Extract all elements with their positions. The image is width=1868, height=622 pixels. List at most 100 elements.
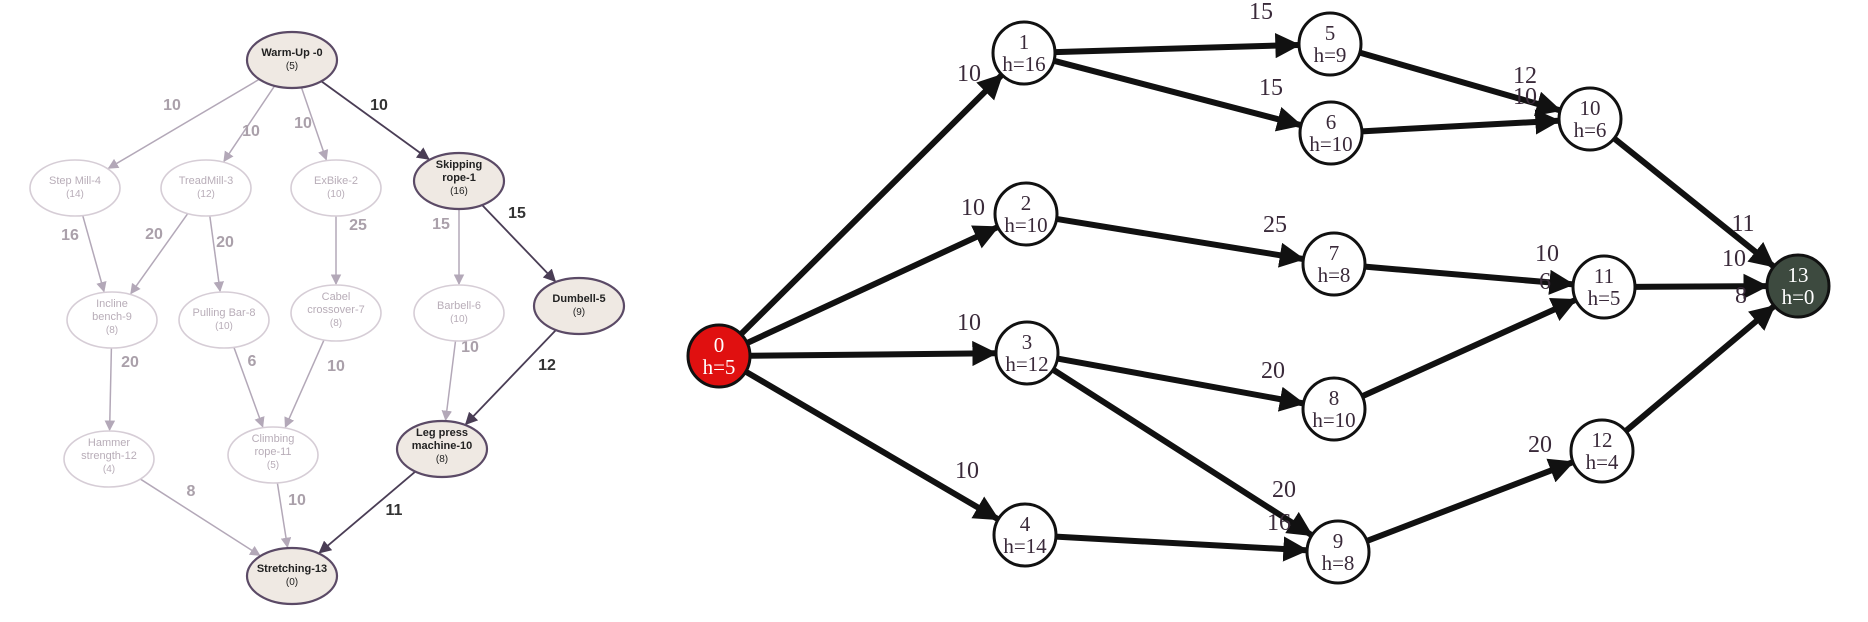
workout-edge	[82, 215, 107, 293]
workout-edge-weight: 20	[216, 234, 234, 251]
heuristic-node-circle	[1557, 86, 1623, 152]
heuristic-node: 1h=16	[991, 20, 1057, 86]
heuristic-edge-weight: 20	[1272, 477, 1296, 503]
workout-node: Warm-Up -0(5)	[245, 30, 339, 90]
heuristic-node-circle	[991, 20, 1057, 86]
heuristic-node-h: h=14	[1003, 534, 1047, 558]
heuristic-node-h: h=8	[1322, 551, 1355, 575]
workout-node-shape	[245, 546, 339, 606]
workout-edge	[233, 347, 265, 428]
heuristic-edge-weight: 6	[1539, 269, 1551, 295]
heuristic-node: 10h=6	[1557, 86, 1623, 152]
workout-node-name: Skipping	[436, 159, 482, 171]
workout-node-name: Step Mill-4	[49, 175, 101, 187]
workout-edge-weight: 10	[288, 492, 306, 509]
heuristic-node-circle	[1569, 418, 1635, 484]
workout-node-name: ExBike-2	[314, 175, 358, 187]
workout-edge-weight: 10	[163, 97, 181, 114]
heuristic-node-circle	[1298, 100, 1364, 166]
heuristic-node-circle	[1571, 254, 1637, 320]
heuristic-node: 4h=14	[992, 502, 1058, 568]
heuristic-edge-weight: 15	[1249, 0, 1273, 25]
workout-edge	[130, 213, 189, 295]
heuristic-edge	[1054, 33, 1301, 59]
heuristic-edge	[1361, 297, 1578, 399]
workout-node-heuristic: (8)	[330, 318, 342, 329]
workout-edge	[284, 339, 325, 429]
workout-node-heuristic: (16)	[450, 186, 468, 197]
heuristic-node-label: 6	[1326, 110, 1337, 134]
heuristic-edge	[1365, 458, 1575, 544]
heuristic-node-label: 9	[1333, 529, 1344, 553]
workout-edge	[209, 215, 224, 293]
heuristic-edge-weight: 10	[955, 458, 979, 484]
heuristic-node: 12h=4	[1569, 418, 1635, 484]
workout-node-heuristic: (8)	[106, 325, 118, 336]
workout-edge-weight: 12	[538, 357, 556, 374]
workout-node-heuristic: (0)	[286, 577, 298, 588]
workout-node-name: Barbell-6	[437, 300, 481, 312]
heuristic-node-label: 4	[1020, 512, 1031, 536]
workout-node-name: bench-9	[92, 311, 132, 323]
heuristic-node-circle	[1765, 253, 1831, 319]
heuristic-node-h: h=8	[1318, 263, 1351, 287]
workout-edge-weight: 10	[370, 97, 388, 114]
heuristic-node-circle	[1297, 11, 1363, 77]
workout-node-shape	[227, 426, 319, 484]
heuristic-node-label: 5	[1325, 21, 1336, 45]
workout-node-shape	[532, 276, 626, 336]
workout-node-shape	[66, 291, 158, 349]
workout-edge-weight: 6	[248, 353, 257, 370]
heuristic-node-h: h=9	[1314, 43, 1347, 67]
heuristic-node-h: h=5	[703, 355, 736, 379]
workout-node-heuristic: (9)	[573, 307, 585, 318]
heuristic-edge-weight: 10	[1513, 84, 1537, 110]
workout-node-heuristic: (10)	[450, 314, 468, 325]
heuristic-edge-weight: 20	[1261, 358, 1285, 384]
workout-edge-weight: 10	[294, 115, 312, 132]
heuristic-edge-weight: 10	[957, 310, 981, 336]
heuristic-node: 3h=12	[994, 320, 1060, 386]
workout-node-name: Stretching-13	[257, 563, 327, 575]
heuristic-edge	[744, 369, 1000, 522]
heuristic-edge-weight: 12	[1513, 63, 1537, 89]
heuristic-edge-weight: 8	[1735, 283, 1747, 309]
heuristic-edge	[745, 224, 1000, 346]
heuristic-node-circle	[1301, 376, 1367, 442]
heuristic-node-label: 8	[1329, 386, 1340, 410]
workout-node-name: Climbing	[252, 433, 295, 445]
heuristic-node: 0h=5	[686, 323, 752, 389]
workout-edge	[441, 340, 457, 422]
workout-edge	[320, 80, 430, 160]
heuristic-node: 13h=0	[1765, 253, 1831, 319]
workout-edge	[276, 482, 292, 549]
workout-node: Pulling Bar-8(10)	[178, 291, 270, 349]
heuristic-node-label: 2	[1021, 191, 1032, 215]
heuristic-node-label: 3	[1022, 330, 1033, 354]
heuristic-node-circle	[1305, 519, 1371, 585]
workout-edge	[104, 347, 116, 432]
workout-node-shape	[160, 159, 252, 217]
workout-node: ExBike-2(10)	[290, 159, 382, 217]
workout-node-heuristic: (4)	[103, 464, 115, 475]
workout-node-shape	[178, 291, 270, 349]
workout-node: Step Mill-4(14)	[29, 159, 121, 217]
heuristic-node-circle	[1301, 231, 1367, 297]
workout-node-name: rope-11	[254, 446, 291, 458]
workout-node-shape	[290, 284, 382, 342]
heuristic-edge-weight: 20	[1528, 432, 1552, 458]
heuristic-edge	[1053, 57, 1303, 132]
heuristic-node: 5h=9	[1297, 11, 1363, 77]
heuristic-node-circle	[994, 320, 1060, 386]
heuristic-node-h: h=10	[1004, 213, 1047, 237]
workout-edge	[481, 204, 557, 283]
workout-node: Dumbell-5(9)	[532, 276, 626, 336]
heuristic-edge	[1056, 355, 1305, 412]
workout-edge	[139, 478, 261, 556]
